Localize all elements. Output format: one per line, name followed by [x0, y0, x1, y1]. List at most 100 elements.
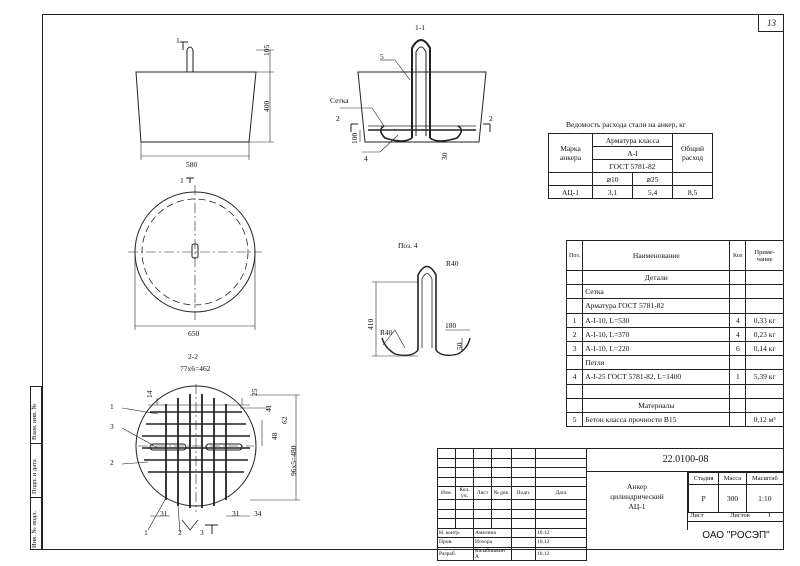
dim-400: 400 — [262, 100, 271, 112]
rev-header-cell: Дата — [535, 486, 587, 500]
h-sheet: Лист — [690, 512, 704, 519]
spec-cell-qty: 1 — [729, 369, 747, 385]
spec-cell-pos: 3 — [565, 340, 584, 357]
col-d25: ⌀25 — [632, 172, 673, 186]
cut-marker-plan: 1 — [180, 176, 184, 185]
col-mark: Марка анкера — [548, 133, 593, 173]
page-number: 13 — [758, 14, 784, 32]
dim-31-b: 31 — [232, 509, 240, 518]
spec-cell-pos — [565, 397, 584, 413]
spec-cell-note: 5,39 кг — [745, 369, 784, 385]
spec-cell-name: А-I-10, L=370 — [582, 326, 731, 342]
dim-62: 62 — [280, 416, 289, 425]
specification-table: Поз. Наименование Кол Приме-чание Детали… — [565, 240, 784, 428]
leader-3-bottom: 3 — [200, 528, 204, 537]
person-role: Пров. — [437, 537, 474, 548]
sheet-row: Лист Листов 1 — [688, 512, 784, 522]
leader-1-bottom: 1 — [144, 528, 148, 537]
section-2-2-view — [121, 384, 300, 534]
product-name-line2: цилиндрический — [610, 492, 664, 501]
spec-cell-name: А-I-10, L=220 — [582, 340, 731, 357]
dim-96x5: 96x5=480 — [289, 445, 298, 476]
dim-650: 650 — [188, 329, 200, 338]
spec-cell-name: Петля — [582, 355, 731, 371]
spec-cell-pos — [565, 298, 584, 314]
spec-cell-note: 0,12 м³ — [745, 411, 784, 428]
person-name: Иохора — [473, 537, 512, 548]
spec-row: Материалы — [565, 397, 784, 413]
rev-header-cell: Изм. — [437, 486, 456, 500]
section-cut-2-right: 2 — [489, 114, 493, 123]
leader-3-top: 3 — [110, 422, 114, 431]
product-name-line3: АЦ-1 — [628, 502, 646, 511]
dim-100: 100 — [350, 132, 359, 144]
spec-h-name: Наименование — [582, 240, 731, 271]
dim-77x6: 77x6=462 — [180, 364, 211, 373]
spec-cell-note — [745, 298, 784, 314]
h-mass: Масса — [718, 472, 747, 485]
spec-row: Сетка — [565, 284, 784, 300]
company-name: ОАО "РОСЭП" — [702, 530, 770, 541]
person-sign — [511, 546, 536, 561]
dim-580: 580 — [186, 160, 198, 169]
spec-cell-name — [582, 383, 731, 399]
stage-table: Стадия Масса Масштаб Р 300 1:10 — [687, 472, 785, 513]
spec-cell-name: А-I-25 ГОСТ 5781-82, L=1400 — [582, 369, 731, 385]
row-d10: 3,1 — [592, 185, 633, 199]
leader-5: 5 — [380, 52, 384, 61]
person-sign — [511, 537, 536, 548]
spec-cell-pos: 2 — [565, 326, 584, 342]
spec-h-pos: Поз. — [565, 240, 584, 271]
col-d10: ⌀10 — [592, 172, 633, 186]
spec-cell-pos: 4 — [565, 369, 584, 385]
spec-cell-qty — [729, 383, 747, 399]
dim-41: 41 — [264, 404, 273, 413]
rev-header-cell: Кол. уч. — [455, 486, 474, 500]
scale-value: 1:10 — [745, 484, 785, 513]
spec-row — [565, 383, 784, 399]
product-name: Анкер цилиндрический АЦ-1 — [587, 472, 688, 530]
sheets-value: 1 — [768, 512, 772, 519]
spec-cell-note — [745, 284, 784, 300]
spec-cell-name: Арматура ГОСТ 5781-82 — [582, 298, 731, 314]
spec-cell-qty — [729, 269, 747, 286]
pos4-loop-view — [372, 265, 471, 357]
person-date: 10.12 — [535, 546, 587, 561]
spec-row: Арматура ГОСТ 5781-82 — [565, 298, 784, 314]
row-total: 8,5 — [672, 185, 713, 199]
person-sign — [511, 527, 536, 538]
cut-marker-front: 1 — [176, 36, 180, 45]
consumption-table: Марка анкера Арматура класса Общий расхо… — [548, 133, 713, 199]
section-2-2-label: 2-2 — [188, 352, 198, 361]
dim-105: 105 — [262, 44, 271, 56]
spec-cell-qty — [729, 284, 747, 300]
spec-cell-qty: 4 — [729, 326, 747, 342]
dim-r40-left: R40 — [380, 328, 393, 337]
spec-cell-pos — [565, 284, 584, 300]
spec-cell-qty: 6 — [729, 340, 747, 357]
spec-cell-name: Сетка — [582, 284, 731, 300]
spec-row: Петля — [565, 355, 784, 371]
consumption-title: Ведомость расхода стали на анкер, кг — [566, 120, 686, 129]
col-ai: А-I — [592, 146, 673, 160]
dim-r40-top: R40 — [446, 259, 459, 268]
spec-cell-pos: 5 — [565, 411, 584, 428]
rev-header-cell: Лист — [473, 486, 492, 500]
product-name-line1: Анкер — [627, 482, 647, 491]
dim-50: 50 — [455, 342, 464, 351]
rev-header-cell: Подп. — [511, 486, 536, 500]
spec-cell-name: А-I-10, L=530 — [582, 312, 731, 328]
setka-label: Сетка — [330, 96, 349, 105]
mass-value: 300 — [718, 484, 747, 513]
dim-25: 25 — [250, 388, 259, 397]
spec-cell-name: Материалы — [582, 397, 731, 413]
person-name: Калабишкин А — [473, 546, 512, 561]
spec-cell-note: 0,33 кг — [745, 312, 784, 328]
dim-31-a: 31 — [160, 509, 168, 518]
spec-cell-note: 0,23 кг — [745, 326, 784, 342]
